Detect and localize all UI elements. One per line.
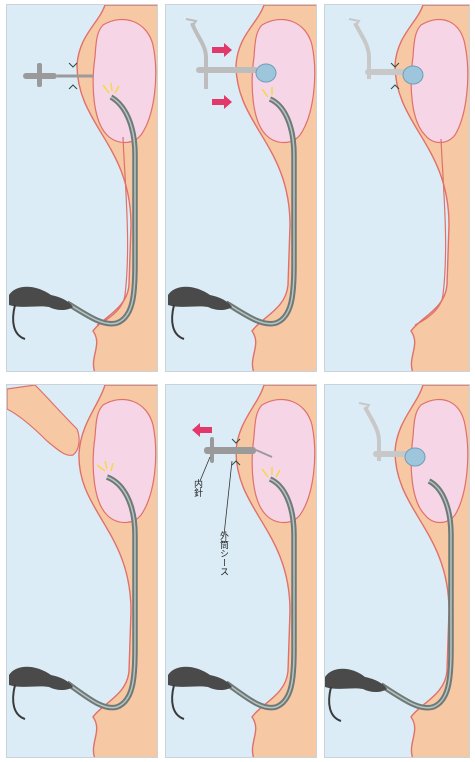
panel-step-3: [324, 4, 470, 372]
endoscope-handle: [9, 287, 73, 310]
leader-line-icon: [200, 457, 232, 535]
panel-step-5: 内針 外筒シース: [165, 384, 317, 758]
endoscope-cable: [13, 305, 25, 339]
endoscope-handle: [168, 287, 232, 310]
stomach: [93, 399, 156, 522]
balloon-icon: [403, 66, 423, 84]
panel-step-2: [165, 4, 317, 372]
panel-4-drawing: [7, 385, 158, 758]
endoscope-handle: [325, 669, 387, 692]
balloon-icon: [405, 448, 425, 466]
stomach: [252, 399, 315, 522]
panel-step-6: [324, 384, 470, 758]
balloon-icon: [256, 64, 276, 82]
endoscope-cable: [329, 687, 341, 721]
endoscope-cable: [13, 685, 25, 719]
panel-2-drawing: [166, 5, 317, 372]
panel-step-1: [6, 4, 158, 372]
panel-1-drawing: [7, 5, 158, 372]
label-inner-needle: 内針: [192, 479, 201, 497]
finger-palpation-icon: [7, 385, 79, 455]
panel-5-drawing: [166, 385, 317, 758]
pull-arrow-icon: [192, 423, 212, 437]
endoscope-cable: [172, 685, 184, 719]
endoscope-cable: [172, 305, 184, 339]
endoscope-handle: [168, 667, 232, 690]
panel-step-4: [6, 384, 158, 758]
panel-6-drawing: [325, 385, 470, 758]
push-arrow-icon: [212, 43, 232, 109]
panel-3-drawing: [325, 5, 470, 372]
stomach: [93, 19, 156, 142]
endoscope-handle: [9, 667, 73, 690]
label-outer-sheath: 外筒シース: [218, 531, 227, 576]
